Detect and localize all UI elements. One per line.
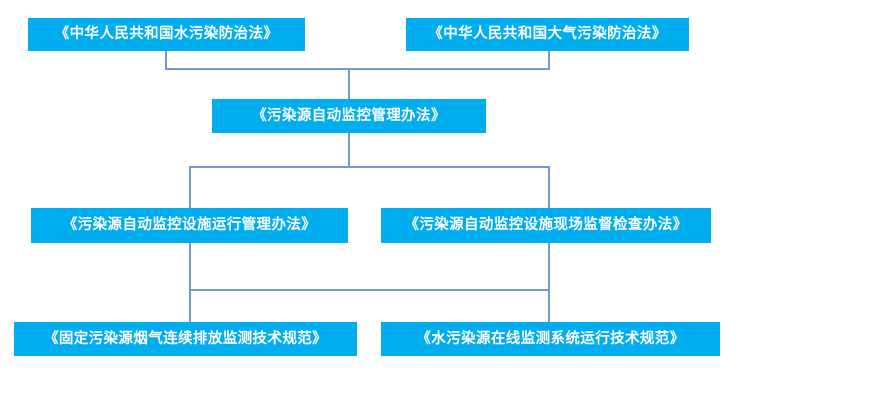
connector-n5-down	[548, 243, 550, 291]
node-stationary-source-cems-spec[interactable]: 《固定污染源烟气连续排放监测技术规范》	[14, 322, 357, 356]
connector-bus2-to-n4	[189, 166, 191, 210]
node-auto-monitoring-admin-measures[interactable]: 《污染源自动监控管理办法》	[212, 99, 486, 133]
node-water-online-monitoring-spec[interactable]: 《水污染源在线监测系统运行技术规范》	[381, 322, 720, 356]
connector-n2-down	[548, 50, 550, 70]
connector-level2-bus	[189, 166, 550, 168]
connector-bus2-to-n5	[548, 166, 550, 210]
connector-n1-down	[165, 50, 167, 70]
connector-bus3-to-n7	[548, 289, 550, 324]
connector-bus1-to-n3	[348, 68, 350, 101]
connector-n3-down	[348, 133, 350, 168]
node-facility-operation-admin-measures[interactable]: 《污染源自动监控设施运行管理办法》	[31, 208, 348, 243]
connector-bus3-to-n6	[189, 289, 191, 324]
node-water-pollution-law[interactable]: 《中华人民共和国水污染防治法》	[28, 18, 305, 51]
node-facility-onsite-inspection-measures[interactable]: 《污染源自动监控设施现场监督检查办法》	[381, 208, 711, 243]
connector-n4-down	[189, 243, 191, 291]
node-air-pollution-law[interactable]: 《中华人民共和国大气污染防治法》	[406, 18, 689, 51]
connector-level1-bus	[165, 68, 550, 70]
connector-level3-bus	[189, 289, 550, 291]
